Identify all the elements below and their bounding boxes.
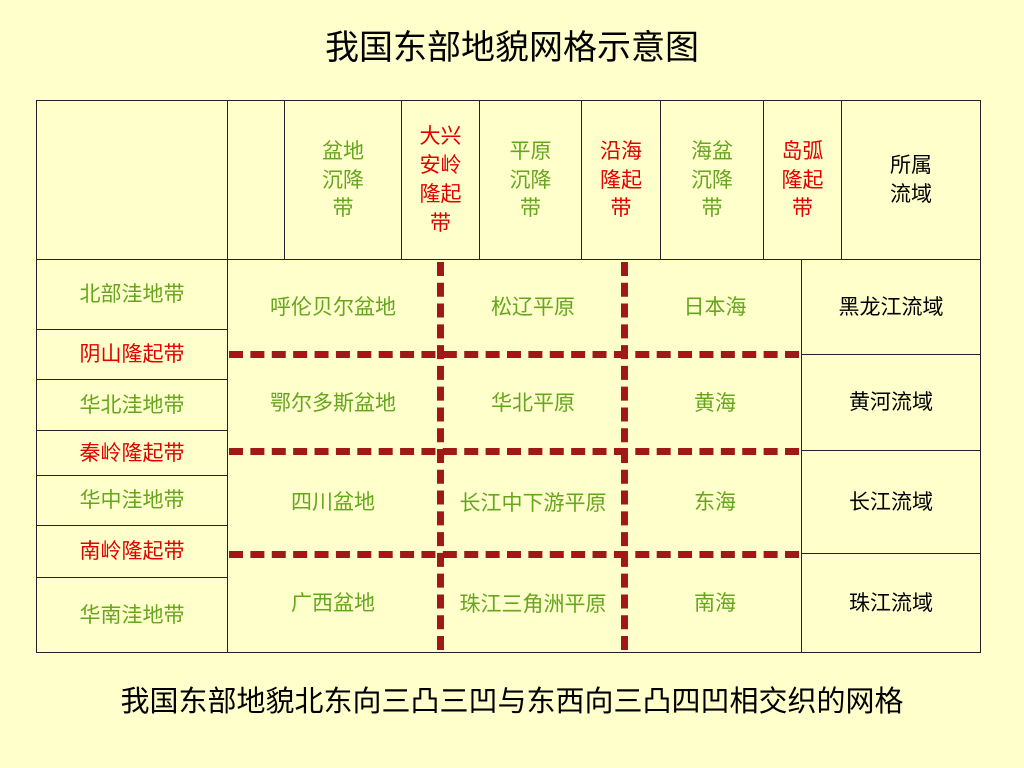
header-basin-subsidence: 盆地 沉降 带 xyxy=(284,100,402,260)
grid-plain-yangtze: 长江中下游平原 xyxy=(459,490,607,515)
row-label-south-china-depression: 华南洼地带 xyxy=(36,577,228,653)
dashed-line-yinshan xyxy=(229,351,799,358)
grid-river-pearl: 珠江流域 xyxy=(801,553,981,653)
grid-basin-hulunbuir: 呼伦贝尔盆地 xyxy=(270,294,396,319)
grid-basin-ordos: 鄂尔多斯盆地 xyxy=(270,390,396,415)
grid-plain-north-china: 华北平原 xyxy=(491,390,575,415)
row-label-central-china-depression: 华中洼地带 xyxy=(36,475,228,526)
grid-sea-yellow: 黄海 xyxy=(694,390,736,415)
dashed-line-coastal xyxy=(621,262,628,650)
page-title: 我国东部地貌网格示意图 xyxy=(325,28,699,68)
header-spacer-cell xyxy=(227,100,285,260)
row-label-yinshan-uplift: 阴山隆起带 xyxy=(36,329,228,380)
header-sea-basin-subsidence: 海盆 沉降 带 xyxy=(660,100,764,260)
dashed-line-qinling xyxy=(229,448,799,455)
row-label-nanling-uplift: 南岭隆起带 xyxy=(36,525,228,578)
grid-plain-pearl-delta: 珠江三角洲平原 xyxy=(459,591,607,616)
grid-basin-guangxi: 广西盆地 xyxy=(291,590,375,615)
footer-caption: 我国东部地貌北东向三凸三凹与东西向三凸四凹相交织的网格 xyxy=(120,684,904,718)
grid-sea-east: 东海 xyxy=(694,489,736,514)
header-island-arc-uplift: 岛弧 隆起 带 xyxy=(763,100,842,260)
header-corner-cell xyxy=(36,100,228,260)
row-label-northern-depression: 北部洼地带 xyxy=(36,259,228,330)
dashed-line-daxinganling xyxy=(437,262,444,650)
row-label-north-china-depression: 华北洼地带 xyxy=(36,379,228,431)
grid-river-yellow: 黄河流域 xyxy=(801,354,981,451)
header-coastal-uplift: 沿海 隆起 带 xyxy=(581,100,661,260)
dashed-line-nanling xyxy=(229,551,799,558)
header-river-basin: 所属 流域 xyxy=(841,100,981,260)
header-daxinganling-uplift: 大兴 安岭 隆起 带 xyxy=(401,100,480,260)
grid-plain-songliao: 松辽平原 xyxy=(491,294,575,319)
header-plain-subsidence: 平原 沉降 带 xyxy=(479,100,582,260)
grid-river-heilongjiang: 黑龙江流域 xyxy=(801,259,981,355)
grid-river-yangtze: 长江流域 xyxy=(801,450,981,554)
row-label-qinling-uplift: 秦岭隆起带 xyxy=(36,430,228,476)
grid-sea-japan: 日本海 xyxy=(683,294,747,319)
grid-sea-south: 南海 xyxy=(694,590,736,615)
grid-basin-sichuan: 四川盆地 xyxy=(291,489,375,514)
